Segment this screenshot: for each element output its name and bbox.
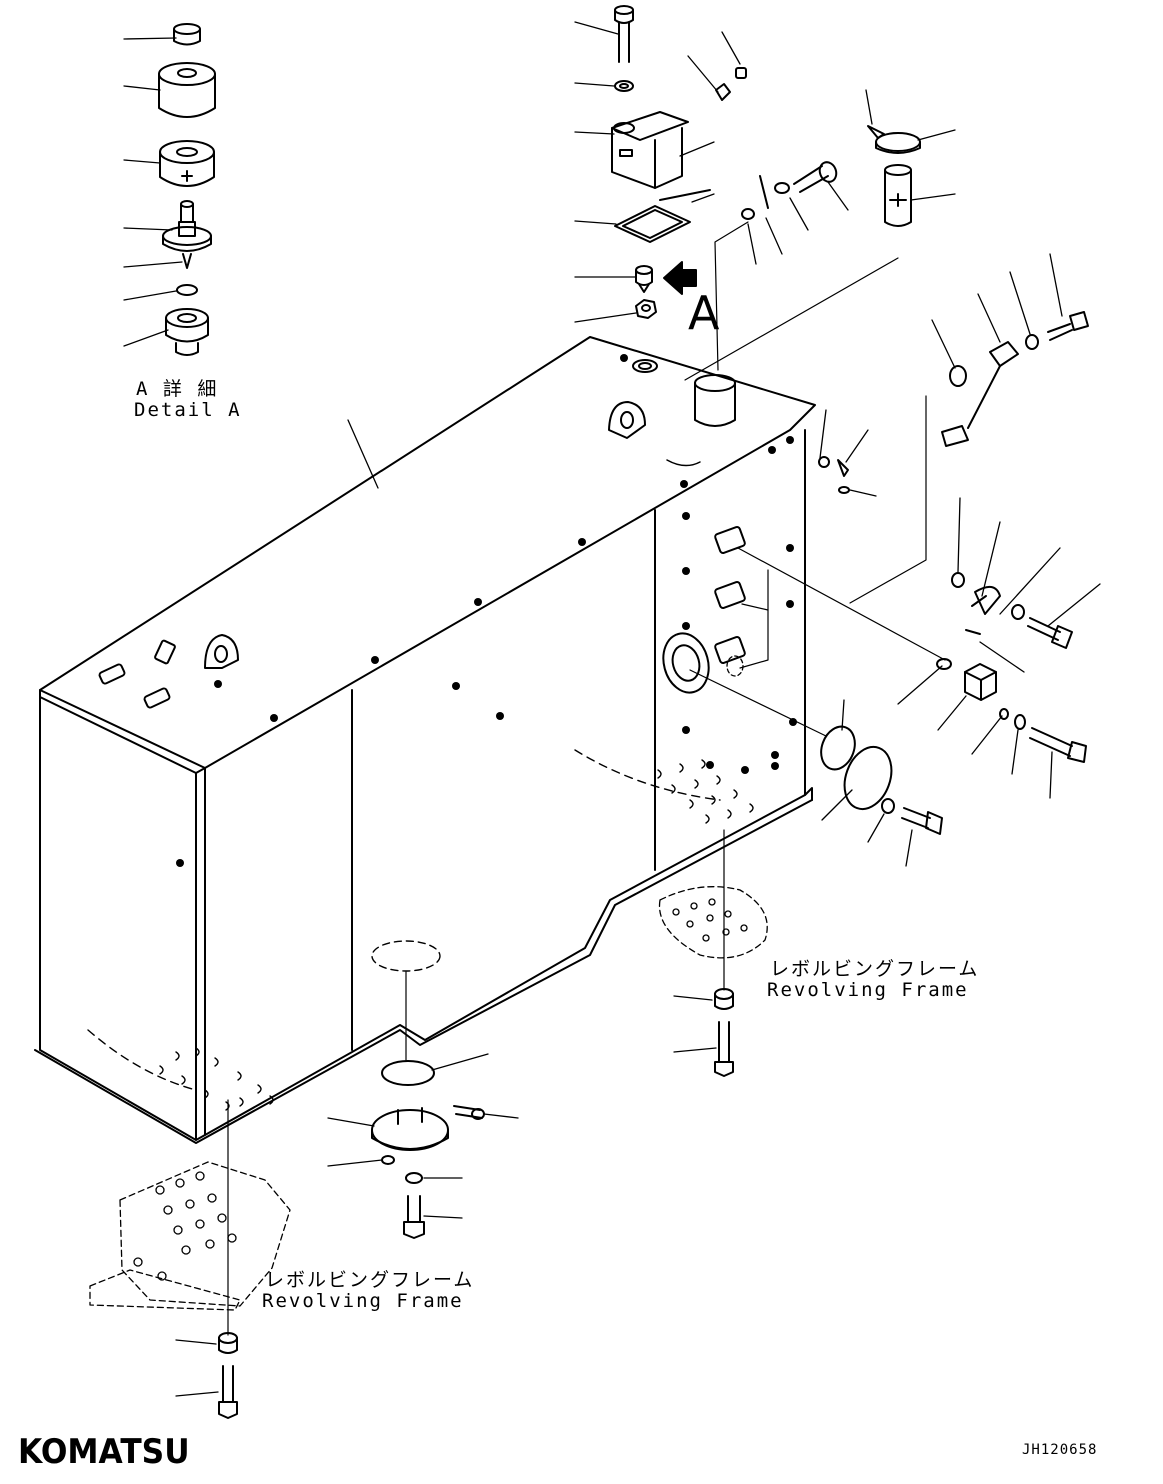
cap-part (173, 23, 201, 46)
revolving-frame-left-label-en: Revolving Frame (262, 1290, 464, 1312)
valve-part (162, 200, 212, 269)
cylinder-part (158, 62, 216, 118)
komatsu-logo: KOMATSU (18, 1432, 190, 1472)
side-fitting-parts (689, 409, 1101, 867)
filler-cap-parts (684, 89, 956, 381)
detail-a-parts (123, 23, 216, 356)
bottom-drain-parts (327, 971, 519, 1239)
threaded-body-part (165, 308, 209, 356)
revolving-frame-left (89, 1099, 291, 1419)
revolving-frame-right (658, 829, 768, 1077)
top-cover-parts (574, 5, 747, 323)
strainer-part (159, 140, 215, 187)
fuel-gauge-parts (849, 253, 1089, 604)
view-marker-a: A (688, 286, 720, 340)
detail-a-label-en: Detail A (134, 399, 242, 421)
drawing-id: JH120658 (1022, 1442, 1098, 1458)
revolving-frame-left-label-jp: レボルビングフレーム (265, 1269, 475, 1291)
revolving-frame-right-label-jp: レボルビングフレーム (770, 958, 980, 980)
revolving-frame-right-label-en: Revolving Frame (767, 979, 969, 1001)
fuel-tank-body (34, 336, 816, 1144)
o-ring-part (176, 284, 198, 296)
detail-a-label-jp: A 詳 細 (136, 378, 219, 400)
